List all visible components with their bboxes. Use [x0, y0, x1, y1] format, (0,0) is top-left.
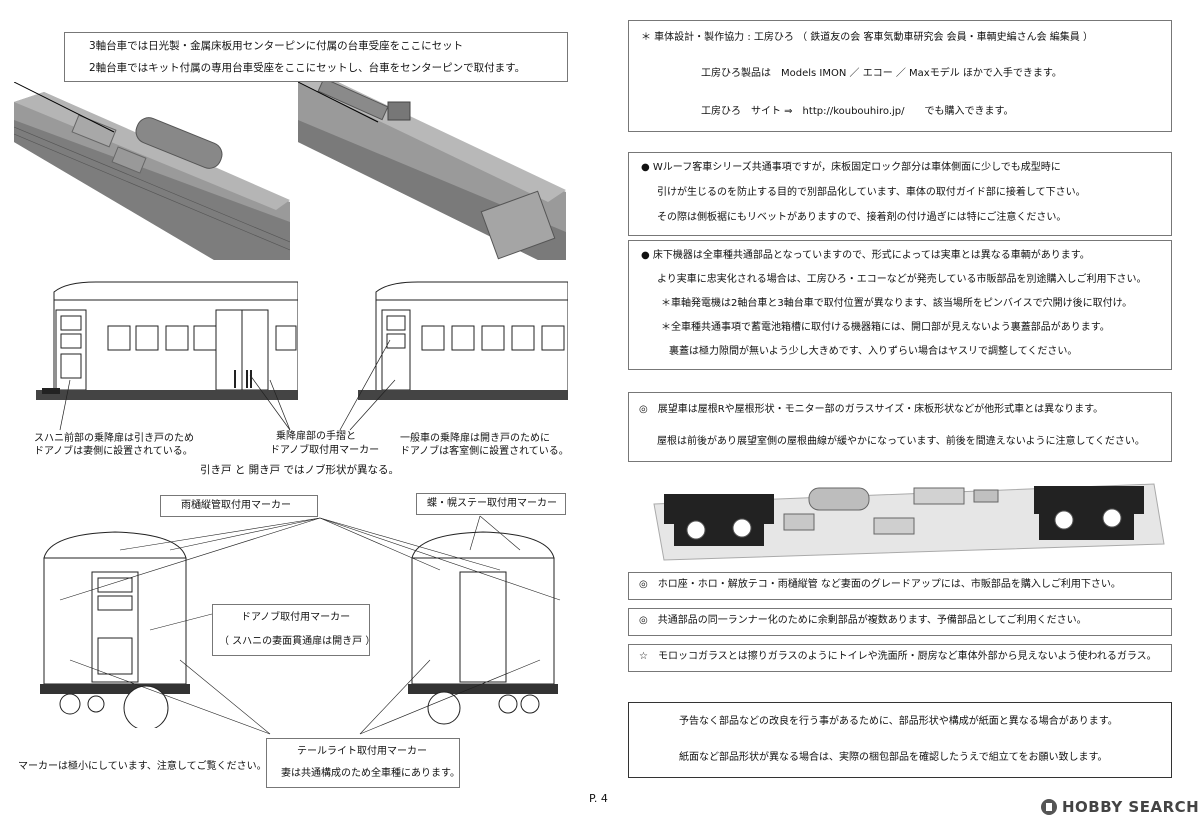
underframe-render-left: [14, 82, 290, 260]
hobby-search-logo: HOBBY SEARCH: [1040, 798, 1199, 816]
credit-box: ＊ 車体設計・製作協力 : 工房ひろ （ 鉄道友の会 客車気動車研究会 会員・車…: [628, 20, 1172, 132]
observation-box: ◎ 展望車は屋根Rや屋根形状・モニター部のガラスサイズ・床板形状などが他形式車と…: [628, 392, 1172, 462]
doorknob-marker-box: ドアノブ取付用マーカー （ スハニの妻面貫通扉は開き戸 ）: [212, 604, 375, 656]
disclaimer-line-1: 予告なく部品などの改良を行う事があるために、部品形状や構成が紙面と異なる場合があ…: [679, 716, 1118, 727]
underframe-render-right: [298, 82, 566, 260]
bogie-note-box: 3軸台車では日光製・金属床板用センターピンに付属の台車受座をここにセット 2軸台…: [64, 32, 568, 82]
sunahani-note-2: ドアノブは妻側に設置されている。: [34, 446, 193, 457]
underfloor-line-5: 裏蓋は極力隙間が無いよう少し大きめです、入りずらい場合はヤスリで調整してください…: [669, 346, 1078, 357]
knob-difference-note: 引き戸 と 開き戸 ではノブ形状が異なる。: [200, 464, 400, 476]
taillight-marker-label: テールライト取付用マーカー: [297, 746, 427, 757]
credit-line-1: ＊ 車体設計・製作協力 : 工房ひろ （ 鉄道友の会 客車気動車研究会 会員・車…: [641, 32, 1093, 43]
taillight-marker-box: テールライト取付用マーカー 妻は共通構成のため全車種にあります。: [266, 738, 460, 788]
side-view-sunahani: [36, 281, 298, 400]
hinge-marker-label: 蝶・幌ステー取付用マーカー: [427, 498, 557, 509]
sunahani-note-1: スハニ前部の乗降扉は引き戸のため: [34, 433, 194, 444]
underfloor-photo: [634, 474, 1168, 564]
w-roof-box: ● Wルーフ客車シリーズ共通事項ですが，床板固定ロック部分は車体側面に少しでも成…: [628, 152, 1172, 236]
underfloor-line-4: ＊全車種共通事項で蓄電池箱槽に取付ける機器箱には、開口部が見えないよう裏蓋部品が…: [661, 322, 1110, 333]
end-view-general: [408, 531, 558, 725]
hinge-marker-box: 蝶・幌ステー取付用マーカー: [416, 493, 566, 515]
doorknob-marker-sub: （ スハニの妻面貫通扉は開き戸 ）: [219, 636, 376, 647]
underfloor-line-3: ＊車軸発電機は2軸台車と3軸台車で取付位置が異なります、該当場所をピンバイスで穴…: [661, 298, 1133, 309]
handrail-marker-2: ドアノブ取付用マーカー: [270, 445, 380, 456]
side-leader-lines: [59, 339, 396, 431]
notes-box-2: ◎ 共通部品の同一ランナー化のために余剰部品が複数あります、予備部品としてご利用…: [628, 608, 1172, 636]
notes-box-3: ☆ モロッコガラスとは擦りガラスのようにトイレや洗面所・厨房など車体外部から見え…: [628, 644, 1172, 672]
observation-line-1: ◎ 展望車は屋根Rや屋根形状・モニター部のガラスサイズ・床板形状などが他形式車と…: [639, 404, 1104, 415]
w-roof-line-2: 引けが生じるのを防止する目的で別部品化しています、車体の取付ガイド部に接着して下…: [657, 187, 1086, 198]
taillight-marker-sub: 妻は共通構成のため全車種にあります。: [281, 768, 460, 779]
note-line-1: ◎ ホロ座・ホロ・解放テコ・雨樋縦管 など妻面のグレードアップには、市販部品を購…: [639, 579, 1121, 590]
w-roof-line-3: その際は側板裾にもリベットがありますので、接着剤の付け過ぎには特にご注意ください…: [657, 212, 1067, 223]
w-roof-line-1: ● Wルーフ客車シリーズ共通事項ですが，床板固定ロック部分は車体側面に少しでも成…: [641, 162, 1061, 173]
end-view-sunahani: [40, 531, 190, 728]
bogie-note-line-2: 2軸台車ではキット付属の専用台車受座をここにセットし、台車をセンターピンで取付ま…: [89, 62, 526, 74]
side-view-general: [358, 281, 568, 400]
gutter-marker-label: 雨樋縦管取付用マーカー: [181, 500, 291, 511]
underfloor-line-1: ● 床下機器は全車種共通部品となっていますので、形式によっては実車とは異なる車輌…: [641, 250, 1090, 261]
note-line-2: ◎ 共通部品の同一ランナー化のために余剰部品が複数あります、予備部品としてご利用…: [639, 615, 1087, 626]
gutter-marker-box: 雨樋縦管取付用マーカー: [160, 495, 318, 517]
underfloor-line-2: より実車に忠実化される場合は、工房ひろ・エコーなどが発売している市販部品を別途購…: [657, 274, 1147, 285]
note-line-3: ☆ モロッコガラスとは擦りガラスのようにトイレや洗面所・厨房など車体外部から見え…: [639, 651, 1157, 662]
credit-line-3: 工房ひろ サイト ⇒ http://koubouhiro.jp/ でも購入できま…: [701, 106, 1014, 117]
hobby-search-mark-icon: [1041, 799, 1057, 815]
general-car-note-1: 一般車の乗降扉は開き戸のために: [400, 433, 550, 444]
marker-small-note: マーカーは極小にしています、注意してご覧ください。: [18, 761, 267, 772]
bogie-note-line-1: 3軸台車では日光製・金属床板用センターピンに付属の台車受座をここにセット: [89, 40, 464, 52]
handrail-marker-box: 乗降扉部の手摺と ドアノブ取付用マーカー: [266, 428, 379, 458]
hobby-search-text: HOBBY SEARCH: [1062, 798, 1200, 816]
doorknob-marker-label: ドアノブ取付用マーカー: [241, 612, 351, 623]
credit-line-2: 工房ひろ製品は Models IMON ／ エコー ／ Maxモデル ほかで入手…: [701, 68, 1062, 79]
disclaimer-box: 予告なく部品などの改良を行う事があるために、部品形状や構成が紙面と異なる場合があ…: [628, 702, 1172, 778]
disclaimer-line-2: 紙面など部品形状が異なる場合は、実際の梱包部品を確認したうえで組立てをお願い致し…: [679, 752, 1108, 763]
underfloor-box: ● 床下機器は全車種共通部品となっていますので、形式によっては実車とは異なる車輌…: [628, 240, 1172, 370]
page-number: P. 4: [589, 792, 608, 805]
end-leader-lines: [59, 515, 561, 735]
notes-box-1: ◎ ホロ座・ホロ・解放テコ・雨樋縦管 など妻面のグレードアップには、市販部品を購…: [628, 572, 1172, 600]
observation-line-2: 屋根は前後があり展望室側の屋根曲線が緩やかになっています、前後を間違えないように…: [657, 436, 1145, 447]
general-car-note-2: ドアノブは客室側に設置されている。: [400, 446, 569, 457]
handrail-marker-1: 乗降扉部の手摺と: [276, 431, 356, 442]
